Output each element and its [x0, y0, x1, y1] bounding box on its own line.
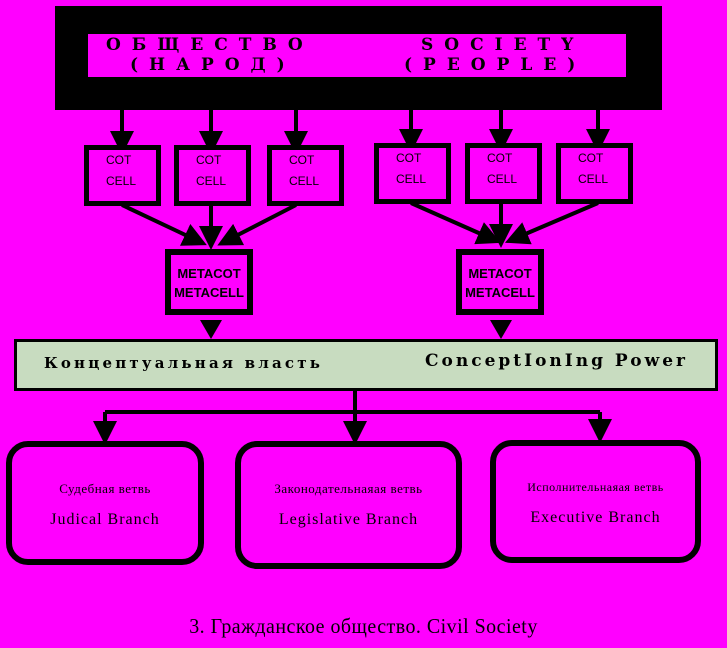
- cot-cell: COT CELL: [84, 145, 161, 206]
- cot-cell-line1: COT: [487, 151, 513, 165]
- arrow-cell-3-meta-1: [217, 203, 297, 246]
- cot-cell-line2: CELL: [106, 174, 137, 188]
- judicial-branch-ru: Судебная ветвь: [59, 481, 151, 496]
- legislative-branch-en: Legislative Branch: [278, 511, 419, 528]
- legislative-branch-ru: Законодательнаяая ветвь: [274, 481, 423, 496]
- arrow-meta-1-power: [200, 320, 222, 339]
- arrow-cell-1-meta-1: [121, 203, 207, 246]
- society-en-subtitle: (PEOPLE): [404, 55, 587, 75]
- legislative-branch-box: Законодательнаяая ветвь Legislative Bran…: [235, 441, 462, 569]
- executive-branch-ru: Исполнительнаяая ветвь: [527, 480, 664, 494]
- arrow-cell-6-meta-2: [504, 201, 599, 245]
- cot-cell: COT CELL: [174, 145, 251, 206]
- figure-caption: 3. Гражданское общество. Civil Society: [189, 614, 538, 638]
- society-banner: ОБЩЕСТВО (НАРОД) SOCIETY (PEOPLE): [88, 34, 626, 77]
- cot-cell: COT CELL: [465, 143, 542, 204]
- cot-cell-line1: COT: [196, 153, 222, 167]
- judicial-branch-box: Судебная ветвь Judical Branch: [6, 441, 204, 565]
- metacot-line2: METACELL: [174, 285, 244, 300]
- judicial-branch-en: Judical Branch: [50, 511, 160, 528]
- conceptual-power-bar: Концептуальная власть ConceptIonIng Powe…: [14, 339, 718, 391]
- society-ru-title: ОБЩЕСТВО: [106, 35, 314, 55]
- cot-cell-line1: COT: [578, 151, 604, 165]
- metacot-line2: METACELL: [465, 285, 535, 300]
- cot-cell-line1: COT: [289, 153, 315, 167]
- cot-cell: COT CELL: [267, 145, 344, 206]
- cot-cell-line2: CELL: [196, 174, 227, 188]
- arrow-meta-2-power: [490, 320, 512, 339]
- cot-cell-line2: CELL: [578, 172, 609, 186]
- society-en-title: SOCIETY: [421, 35, 585, 55]
- executive-branch-en: Executive Branch: [530, 509, 661, 526]
- cot-cell: COT CELL: [374, 143, 451, 204]
- metacot-line1: METACOT: [468, 266, 532, 281]
- cot-cell-line2: CELL: [487, 172, 518, 186]
- metacot-line1: METACOT: [177, 266, 241, 281]
- cot-cell-line1: COT: [396, 151, 422, 165]
- society-ru-subtitle: (НАРОД): [130, 55, 296, 75]
- cot-cell-line1: COT: [106, 153, 132, 167]
- metacot-cell: METACOT METACELL: [456, 249, 544, 315]
- metacot-cell: METACOT METACELL: [165, 249, 253, 315]
- power-ru-label: Концептуальная власть: [44, 354, 324, 372]
- cot-cell-line2: CELL: [396, 172, 427, 186]
- executive-branch-box: Исполнительнаяая ветвь Executive Branch: [490, 440, 701, 563]
- power-en-label: ConceptIonIng Power: [425, 351, 688, 371]
- cot-cell-line2: CELL: [289, 174, 320, 188]
- arrow-cell-4-meta-2: [410, 201, 501, 245]
- cot-cell: COT CELL: [556, 143, 633, 204]
